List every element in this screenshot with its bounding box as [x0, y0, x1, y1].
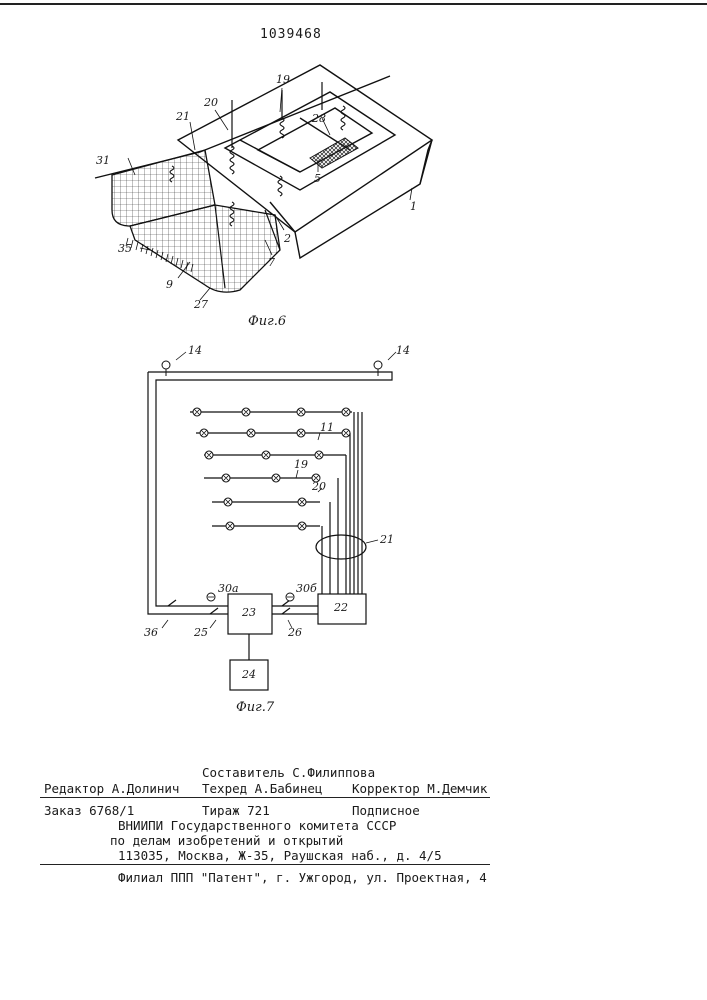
fig7-label-30b: 30б [296, 582, 317, 595]
imprint-techred: Техред А.Бабинец [202, 781, 322, 796]
imprint-circulation: Тираж 721 [202, 803, 270, 818]
imprint-subscription: Подписное [352, 803, 420, 818]
fig7-box-22-label: 22 [334, 601, 348, 614]
imprint-order: Заказ 6768/1 [44, 803, 134, 818]
fig7-label-30a: 30а [218, 582, 239, 595]
fig7-label-14-right: 14 [396, 344, 410, 357]
imprint-compiler: Составитель С.Филиппова [202, 765, 375, 780]
fig7-label-20: 20 [312, 480, 326, 493]
fig7-label-11: 11 [320, 421, 334, 434]
fig7-label-25: 25 [194, 626, 208, 639]
fig7-label-26: 26 [288, 626, 302, 639]
fig7-label-36: 36 [144, 626, 158, 639]
imprint-org1: ВНИИПИ Государственного комитета СССР [118, 818, 396, 833]
imprint-address: 113035, Москва, Ж-35, Раушская наб., д. … [118, 848, 442, 863]
imprint-org2: по делам изобретений и открытий [110, 833, 343, 848]
fig7-label-19: 19 [294, 458, 308, 471]
fig7-label-14-left: 14 [188, 344, 202, 357]
imprint-editor: Редактор А.Долинич [44, 781, 179, 796]
imprint-rule-2 [40, 864, 490, 865]
fig7-label-21: 21 [380, 533, 394, 546]
fig7-box-24-label: 24 [242, 668, 256, 681]
imprint-corrector: Корректор М.Демчик [352, 781, 487, 796]
fig7-caption: Фиг.7 [236, 700, 274, 715]
fig7-box-23-label: 23 [242, 606, 256, 619]
imprint-branch: Филиал ППП "Патент", г. Ужгород, ул. Про… [118, 870, 487, 885]
imprint-rule-1 [40, 797, 490, 798]
